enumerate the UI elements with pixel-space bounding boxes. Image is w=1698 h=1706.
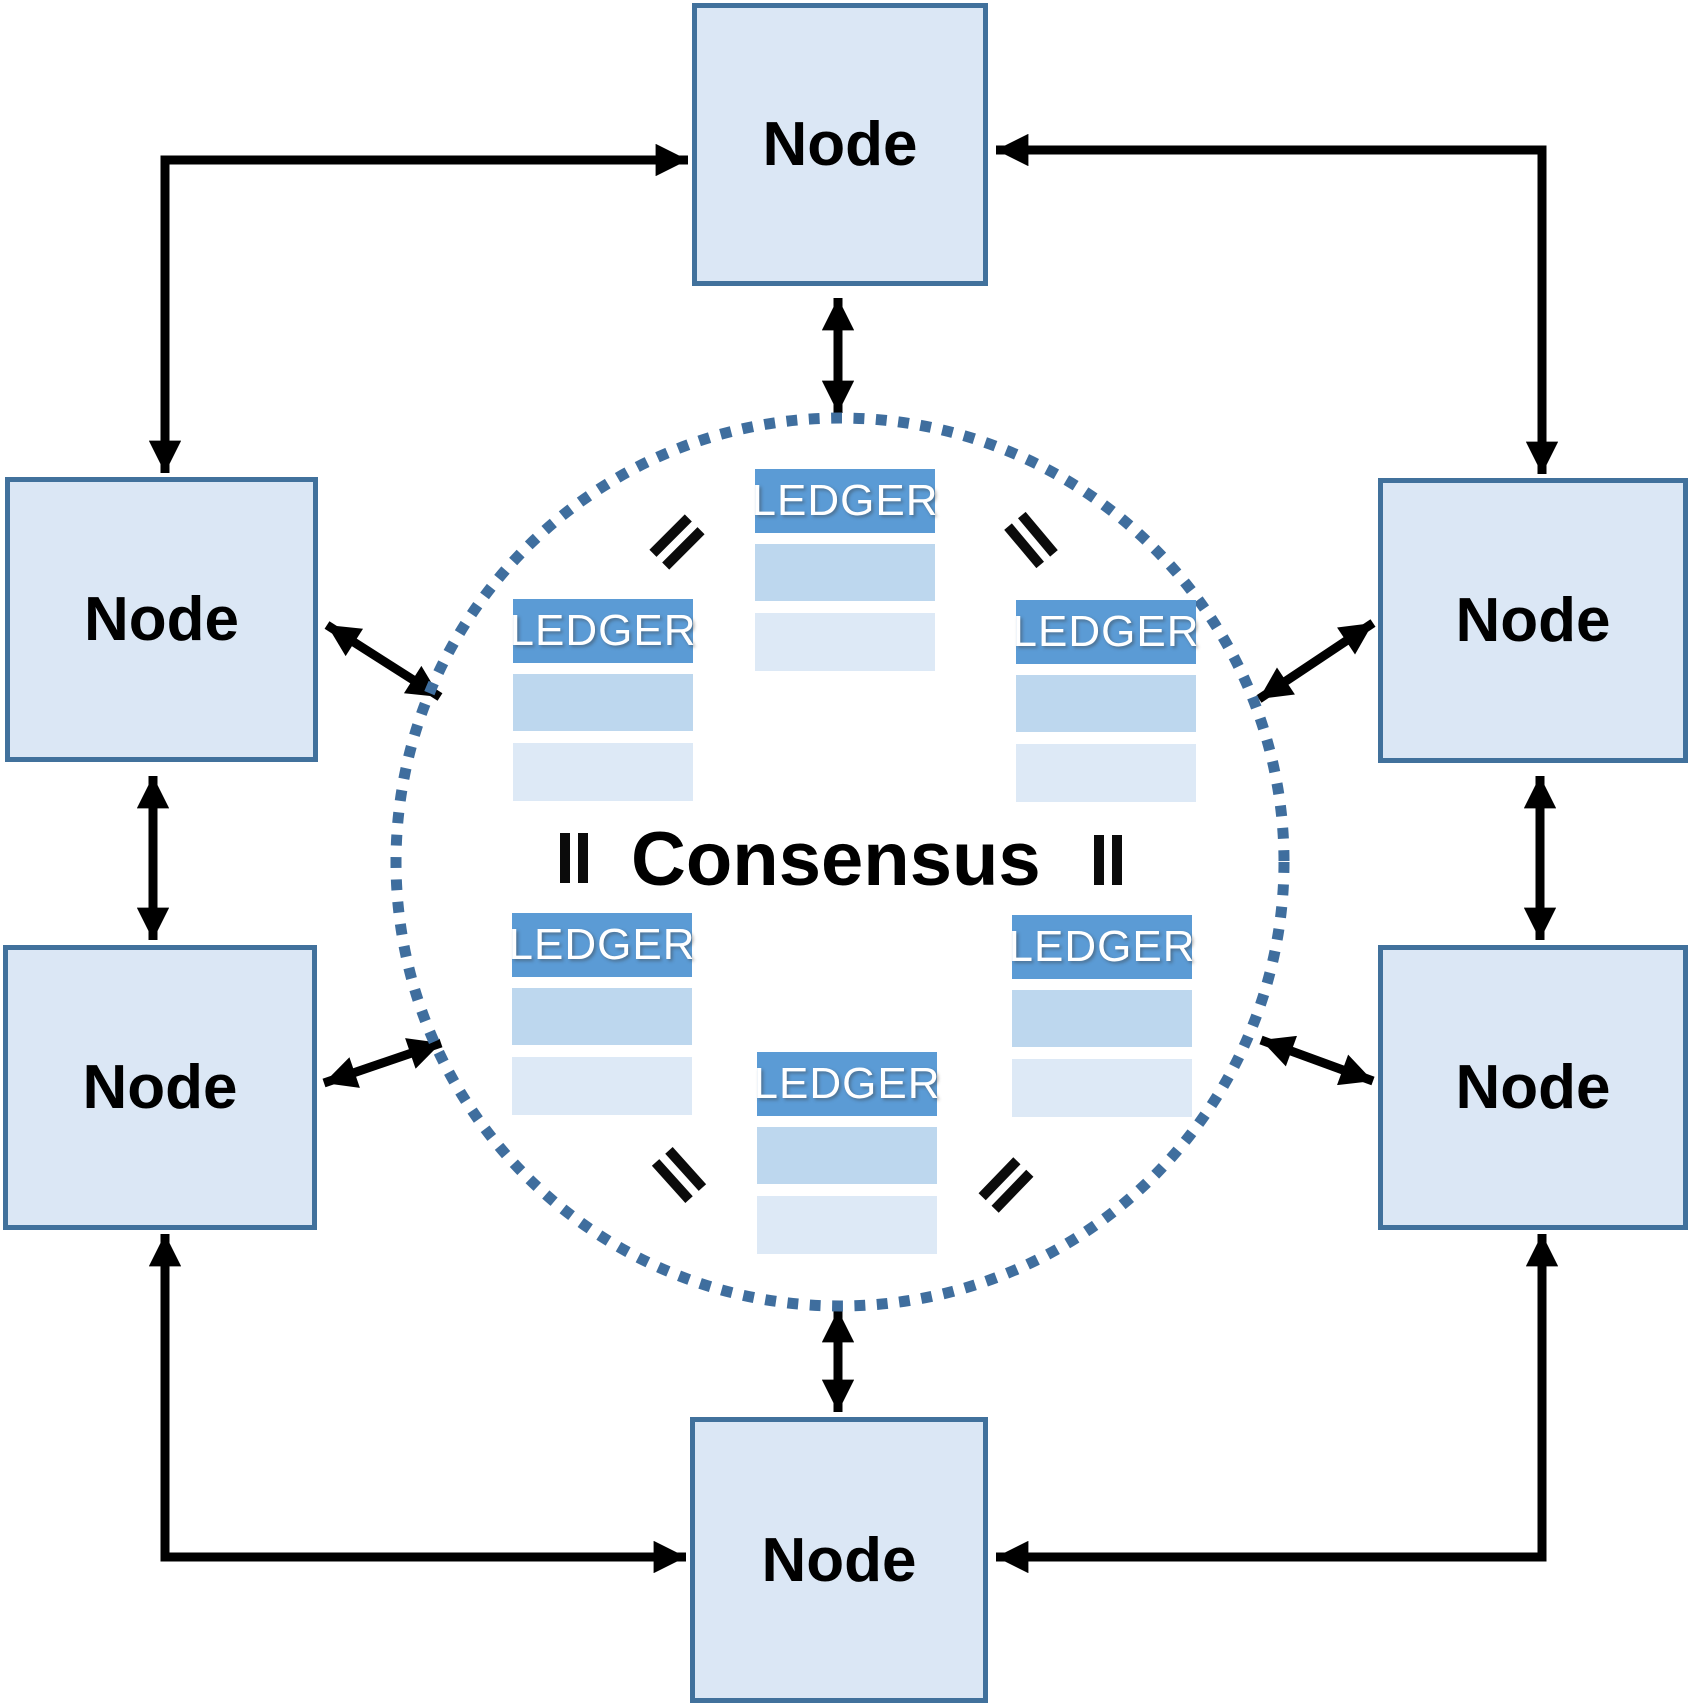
arrow-top-right-corner	[996, 133, 1559, 474]
ledger-header: LEDGER	[1013, 600, 1198, 664]
arrow-top-left-corner	[148, 143, 688, 473]
ledger-table-upper-left: LEDGER	[510, 599, 695, 801]
equals-icon	[560, 833, 588, 883]
consensus-circle	[390, 412, 1290, 1312]
arrow-upper-right-node-circle	[1256, 619, 1376, 703]
ledger-table-top: LEDGER	[752, 469, 937, 671]
node-left-lower: Node	[3, 945, 317, 1230]
ledger-header: LEDGER	[510, 599, 695, 663]
node-right-lower: Node	[1378, 945, 1688, 1230]
arrow-upper-left-node-circle	[324, 621, 443, 701]
ledger-header: LEDGER	[752, 469, 937, 533]
ledger-row	[755, 544, 935, 601]
ledger-row	[1016, 675, 1196, 732]
node-top: Node	[692, 3, 988, 286]
ledger-row	[512, 1057, 692, 1115]
ledger-row	[1012, 990, 1192, 1047]
ledger-row	[1012, 1059, 1192, 1117]
node-bottom: Node	[690, 1417, 988, 1703]
arrow-bottom-right-corner	[996, 1234, 1559, 1574]
ledger-table-upper-right: LEDGER	[1013, 600, 1198, 802]
node-left-upper: Node	[5, 477, 318, 762]
ledger-table-lower-left: LEDGER	[509, 913, 694, 1115]
arrow-lower-left-node-circle	[322, 1038, 443, 1088]
ledger-header: LEDGER	[1009, 915, 1194, 979]
ledger-header: LEDGER	[754, 1052, 939, 1116]
ledger-table-bottom: LEDGER	[754, 1052, 939, 1254]
node-right-upper: Node	[1378, 478, 1688, 763]
ledger-header: LEDGER	[509, 913, 694, 977]
consensus-label: Consensus	[631, 817, 1041, 902]
ledger-row	[513, 674, 693, 731]
ledger-table-lower-right: LEDGER	[1009, 915, 1194, 1117]
ledger-row	[513, 743, 693, 801]
arrow-bottom-left-corner	[148, 1234, 686, 1574]
arrow-lower-right-node-circle	[1259, 1035, 1375, 1086]
ledger-row	[755, 613, 935, 671]
ledger-row	[512, 988, 692, 1045]
ledger-row	[1016, 744, 1196, 802]
ledger-row	[757, 1127, 937, 1184]
ledger-row	[757, 1196, 937, 1254]
equals-icon	[1094, 835, 1122, 885]
